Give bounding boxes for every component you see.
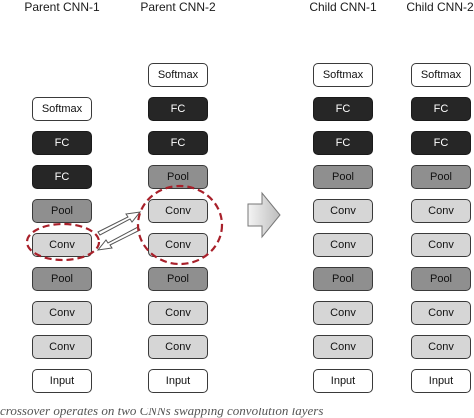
layer-input: Input: [32, 369, 92, 393]
title-child-cnn-1: Child CNN-1: [309, 0, 377, 14]
layer-conv: Conv: [148, 233, 208, 257]
title-child-cnn-2: Child CNN-2: [406, 0, 474, 14]
layer-fc: FC: [411, 97, 471, 121]
transition-arrow-icon: [247, 191, 281, 239]
layer-conv: Conv: [148, 335, 208, 359]
layer-conv: Conv: [313, 233, 373, 257]
layer-pool: Pool: [32, 267, 92, 291]
layer-pool: Pool: [411, 165, 471, 189]
layer-conv: Conv: [313, 335, 373, 359]
title-parent-cnn-2: Parent CNN-2: [140, 0, 216, 14]
layer-pool: Pool: [32, 199, 92, 223]
layer-conv: Conv: [32, 301, 92, 325]
layer-conv: Conv: [411, 301, 471, 325]
layer-pool: Pool: [313, 267, 373, 291]
swap-arrows-icon: [96, 211, 142, 251]
layer-input: Input: [313, 369, 373, 393]
layer-conv: Conv: [32, 233, 92, 257]
caption-text: crossover operates on two CNNs swapping …: [0, 408, 324, 418]
figure-caption: crossover operates on two CNNs swapping …: [0, 408, 474, 418]
title-parent-cnn-1: Parent CNN-1: [24, 0, 100, 14]
layer-fc: FC: [313, 131, 373, 155]
layer-fc: FC: [32, 165, 92, 189]
layer-conv: Conv: [32, 335, 92, 359]
layer-conv: Conv: [411, 335, 471, 359]
layer-fc: FC: [148, 131, 208, 155]
layer-pool: Pool: [148, 165, 208, 189]
layer-fc: FC: [313, 97, 373, 121]
layer-pool: Pool: [313, 165, 373, 189]
layer-input: Input: [148, 369, 208, 393]
layer-pool: Pool: [411, 267, 471, 291]
layer-softmax: Softmax: [313, 63, 373, 87]
layer-conv: Conv: [313, 199, 373, 223]
layer-fc: FC: [32, 131, 92, 155]
layer-softmax: Softmax: [148, 63, 208, 87]
layer-fc: FC: [411, 131, 471, 155]
layer-conv: Conv: [411, 199, 471, 223]
layer-conv: Conv: [411, 233, 471, 257]
layer-softmax: Softmax: [411, 63, 471, 87]
layer-input: Input: [411, 369, 471, 393]
layer-conv: Conv: [313, 301, 373, 325]
layer-softmax: Softmax: [32, 97, 92, 121]
layer-fc: FC: [148, 97, 208, 121]
layer-conv: Conv: [148, 199, 208, 223]
layer-conv: Conv: [148, 301, 208, 325]
layer-pool: Pool: [148, 267, 208, 291]
